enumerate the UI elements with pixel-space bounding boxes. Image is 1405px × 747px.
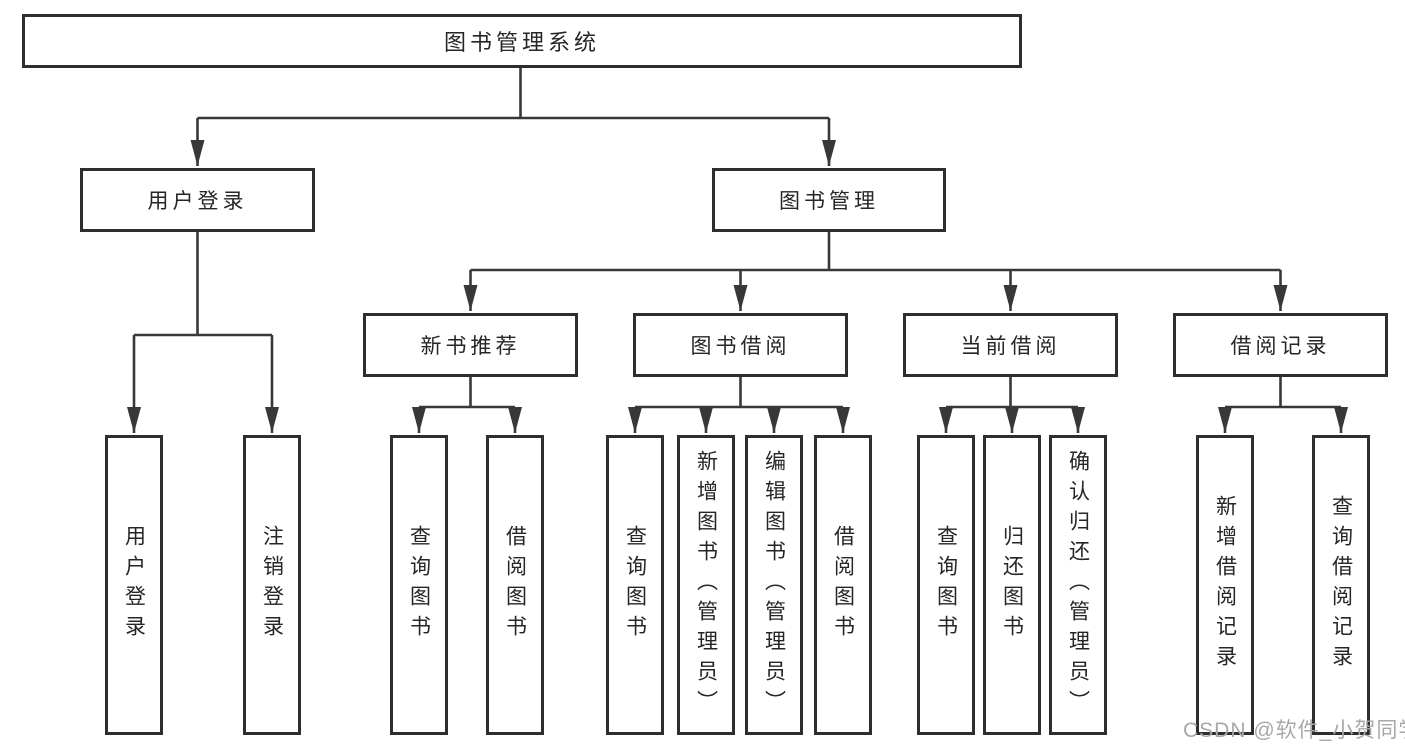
- node-user-login-label: 用户登录: [147, 190, 248, 213]
- node-book-borrow-label: 图书借阅: [690, 335, 791, 358]
- node-user-login: 用户登录: [80, 168, 315, 232]
- node-library-management-system-label: 图书管理系统: [443, 30, 600, 55]
- leaf-recommend-query-books: 查询图书: [390, 435, 448, 735]
- node-book-management: 图书管理: [712, 168, 946, 232]
- leaf-add-borrow-record-label: 新增借阅记录: [1213, 495, 1237, 675]
- node-current-borrow: 当前借阅: [903, 313, 1118, 377]
- node-new-book-recommend: 新书推荐: [363, 313, 578, 377]
- leaf-borrow-query-books-label: 查询图书: [623, 525, 647, 645]
- leaf-add-borrow-record: 新增借阅记录: [1196, 435, 1254, 735]
- leaf-borrow-query-books: 查询图书: [606, 435, 664, 735]
- leaf-confirm-return-admin: 确认归还（管理员）: [1049, 435, 1107, 735]
- leaf-return-books-label: 归还图书: [1000, 525, 1024, 645]
- node-library-management-system: 图书管理系统: [22, 14, 1022, 68]
- leaf-logout-label: 注销登录: [260, 525, 284, 645]
- leaf-add-book-admin-label: 新增图书（管理员）: [694, 450, 718, 720]
- leaf-logout: 注销登录: [243, 435, 301, 735]
- leaf-current-query-books-label: 查询图书: [934, 525, 958, 645]
- watermark: CSDN @软件_小贺同学: [1183, 719, 1405, 742]
- leaf-user-login: 用户登录: [105, 435, 163, 735]
- node-new-book-recommend-label: 新书推荐: [420, 335, 521, 358]
- node-borrow-records: 借阅记录: [1173, 313, 1388, 377]
- leaf-recommend-borrow-books-label: 借阅图书: [503, 525, 527, 645]
- leaf-recommend-borrow-books: 借阅图书: [486, 435, 544, 735]
- leaf-confirm-return-admin-label: 确认归还（管理员）: [1066, 450, 1090, 720]
- leaf-user-login-label: 用户登录: [122, 525, 146, 645]
- node-book-management-label: 图书管理: [779, 190, 879, 213]
- node-current-borrow-label: 当前借阅: [960, 335, 1061, 358]
- leaf-borrow-books-label: 借阅图书: [831, 525, 855, 645]
- leaf-query-borrow-record-label: 查询借阅记录: [1329, 495, 1353, 675]
- leaf-edit-book-admin: 编辑图书（管理员）: [745, 435, 803, 735]
- leaf-current-query-books: 查询图书: [917, 435, 975, 735]
- leaf-query-borrow-record: 查询借阅记录: [1312, 435, 1370, 735]
- leaf-borrow-books: 借阅图书: [814, 435, 872, 735]
- leaf-return-books: 归还图书: [983, 435, 1041, 735]
- leaf-recommend-query-books-label: 查询图书: [407, 525, 431, 645]
- leaf-edit-book-admin-label: 编辑图书（管理员）: [762, 450, 786, 720]
- leaf-add-book-admin: 新增图书（管理员）: [677, 435, 735, 735]
- node-borrow-records-label: 借阅记录: [1230, 335, 1331, 358]
- node-book-borrow: 图书借阅: [633, 313, 848, 377]
